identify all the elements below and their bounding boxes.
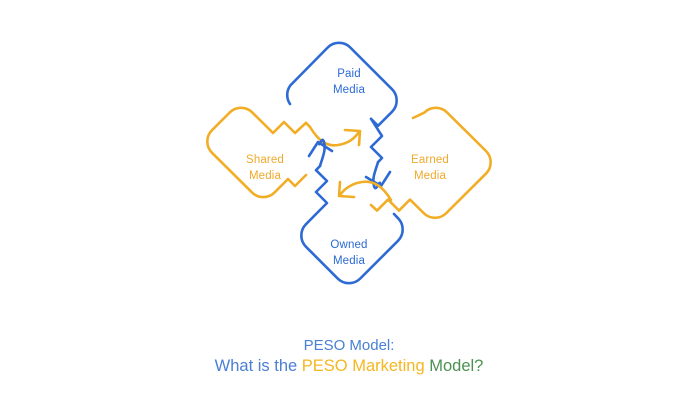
earned-media-label-line1: Earned	[411, 154, 449, 166]
arrow-shared-to-paid	[308, 125, 362, 147]
arrow-paid-to-earned	[364, 160, 392, 190]
caption-block: PESO Model: What is the PESO Marketing M…	[215, 337, 484, 375]
paid-media-label-line2: Media	[333, 84, 366, 96]
node-shared-media: Shared Media	[206, 106, 312, 199]
node-owned-media: Owned Media	[300, 164, 404, 285]
earned-media-label-line2: Media	[414, 170, 447, 182]
arrow-owned-to-shared	[307, 138, 334, 168]
owned-media-outline	[300, 164, 404, 285]
node-paid-media: Paid Media	[285, 41, 398, 164]
arrow-shared-to-paid-head	[343, 128, 362, 147]
paid-media-outline	[285, 41, 398, 164]
caption-part-what-is-the: What is the	[215, 357, 302, 375]
owned-media-label-line2: Media	[333, 255, 366, 267]
caption-part-model: Model?	[429, 357, 483, 375]
arrow-shared-to-paid-shaft	[308, 125, 361, 147]
arrow-earned-to-owned-shaft	[338, 180, 393, 202]
arrow-owned-to-shared-head	[307, 140, 334, 158]
caption-line-1: PESO Model:	[304, 337, 395, 354]
shared-media-label-line2: Media	[249, 170, 282, 182]
node-earned-media: Earned Media	[369, 106, 492, 220]
caption-part-peso-marketing: PESO Marketing	[302, 357, 429, 375]
shared-media-label-line1: Shared	[246, 154, 284, 166]
arrow-earned-to-owned-head	[337, 180, 356, 199]
arrow-earned-to-owned	[337, 180, 393, 202]
shared-media-outline	[206, 106, 312, 199]
earned-media-outline	[369, 106, 492, 220]
arrow-paid-to-earned-head	[364, 170, 392, 188]
paid-media-label-line1: Paid	[337, 68, 361, 80]
caption-line-2: What is the PESO Marketing Model?	[215, 357, 484, 375]
owned-media-label-line1: Owned	[330, 239, 367, 251]
